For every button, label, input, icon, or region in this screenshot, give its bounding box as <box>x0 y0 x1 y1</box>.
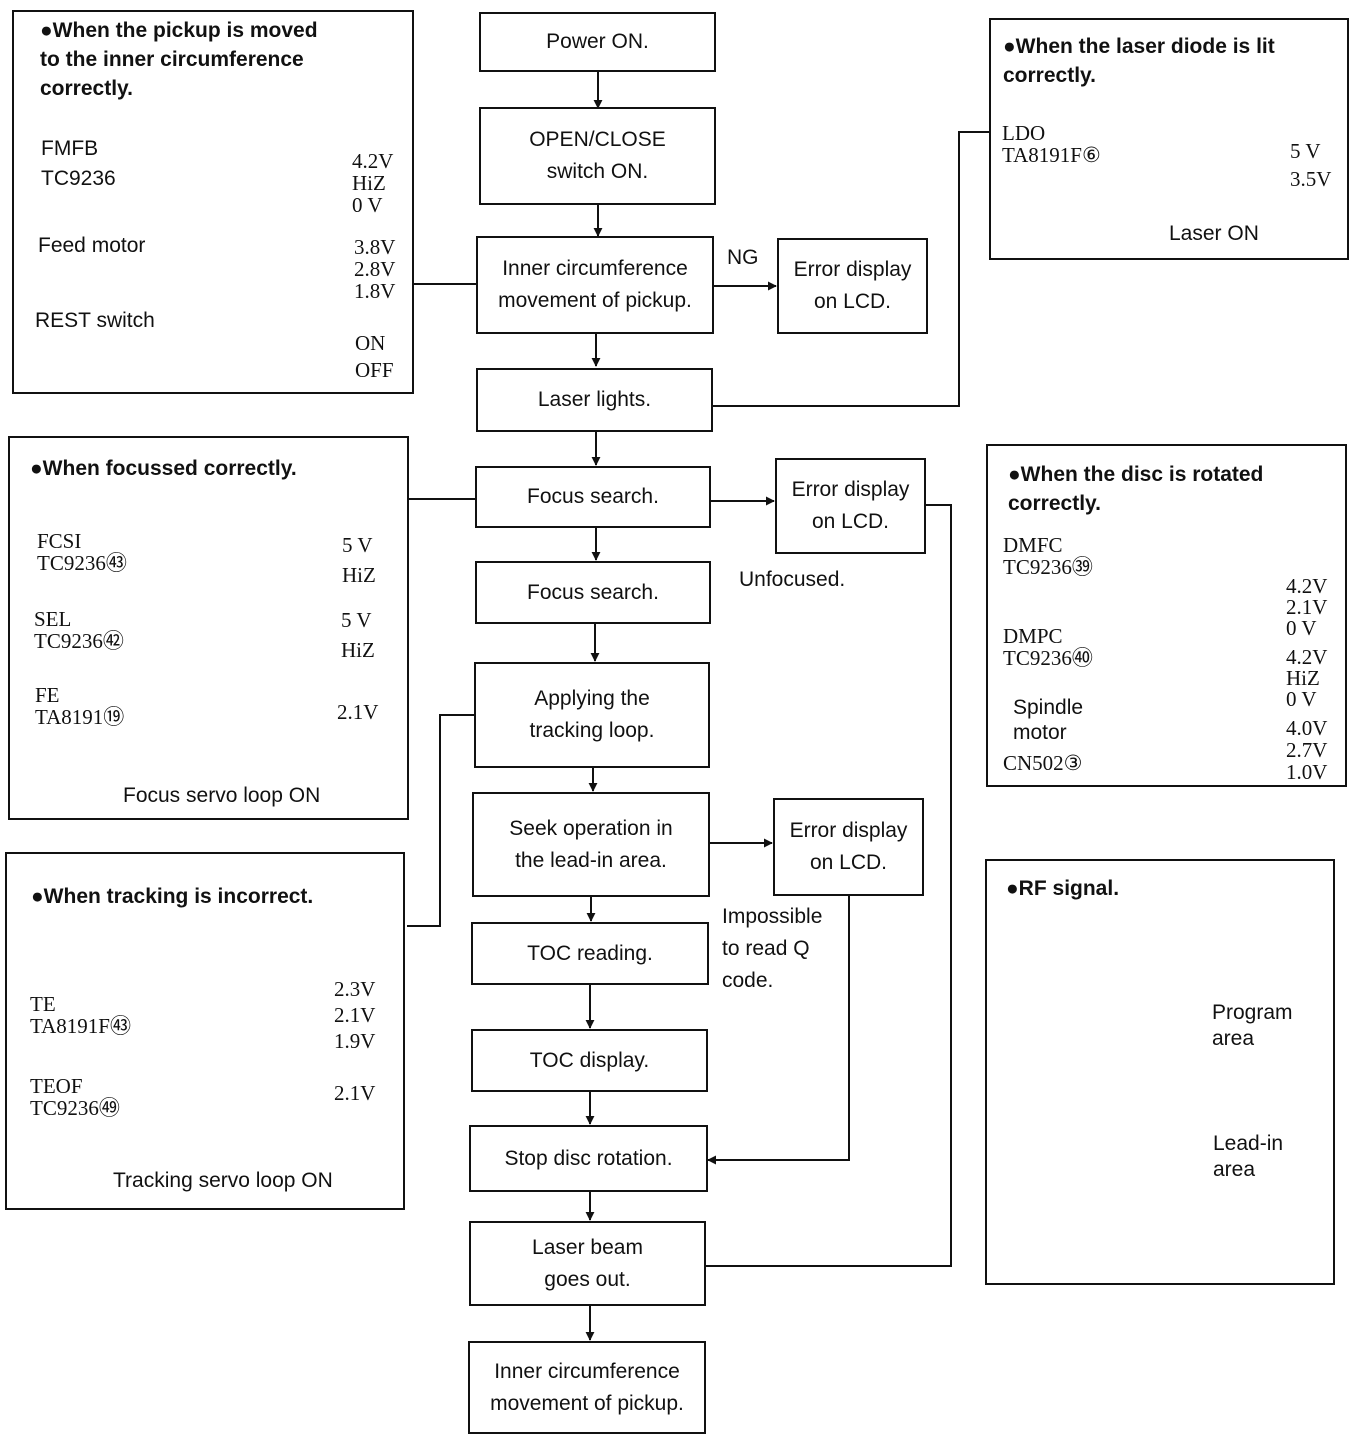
open-close-step: OPEN/CLOSE switch ON. <box>479 107 716 205</box>
tracking-panel-title: ●When tracking is incorrect. <box>31 885 314 908</box>
ldo-label: LDO TA8191F⑥ <box>1002 121 1101 167</box>
te-levels: 2.3V 2.1V 1.9V <box>334 977 376 1053</box>
te-label: TE TA8191F㊸ <box>30 992 131 1038</box>
pickup-panel-title: ●When the pickup is moved to the inner c… <box>40 19 318 100</box>
fcsi-levels: 5 V HiZ <box>342 533 376 587</box>
toc-display-step: TOC display. <box>471 1029 708 1092</box>
ldo-levels: 5 V 3.5V <box>1290 139 1332 191</box>
stop-disc-step: Stop disc rotation. <box>469 1125 708 1192</box>
dmpc-label: DMPC TC9236㊵ <box>1003 624 1093 670</box>
disc-panel <box>986 444 1347 787</box>
rf-panel-title: ●RF signal. <box>1006 877 1120 900</box>
fe-level: 2.1V <box>337 700 379 724</box>
fmfb-label: FMFB TC9236 <box>41 137 116 190</box>
focus-search-step-1: Focus search. <box>475 466 711 528</box>
laser-panel-title: ●When the laser diode is lit correctly. <box>1003 35 1275 87</box>
focus-search-step-2: Focus search. <box>475 561 711 624</box>
seek-leadin-step: Seek operation in the lead-in area. <box>472 792 710 897</box>
feed-motor-levels: 3.8V 2.8V 1.8V <box>354 235 396 303</box>
inner-move-step: Inner circumference movement of pickup. <box>476 236 714 334</box>
tracking-loop-step: Applying the tracking loop. <box>474 662 710 768</box>
focus-panel <box>8 436 409 820</box>
leadin-area-label: Lead-in area <box>1213 1132 1284 1181</box>
spindle-levels: 4.0V 2.7V 1.0V <box>1286 716 1328 784</box>
rest-switch-levels: ON OFF <box>355 331 394 382</box>
feed-motor-label: Feed motor <box>38 234 146 257</box>
error-display-1: Error display on LCD. <box>777 238 928 334</box>
dmfc-levels: 4.2V 2.1V 0 V <box>1286 574 1328 640</box>
cn502-label: CN502③ <box>1003 751 1083 775</box>
focus-servo-caption: Focus servo loop ON <box>123 784 321 807</box>
laser-panel <box>989 18 1349 260</box>
tracking-panel <box>5 852 405 1210</box>
spindle-motor-label: Spindle motor <box>1013 696 1084 744</box>
error-display-3: Error display on LCD. <box>773 798 924 896</box>
fmfb-levels: 4.2V HiZ 0 V <box>352 149 394 217</box>
sel-levels: 5 V HiZ <box>341 608 375 662</box>
rest-switch-label: REST switch <box>35 309 155 332</box>
inner-move-end-step: Inner circumference movement of pickup. <box>468 1341 706 1434</box>
fcsi-label: FCSI TC9236㊸ <box>37 529 127 575</box>
laser-out-step: Laser beam goes out. <box>469 1221 706 1306</box>
teof-label: TEOF TC9236㊾ <box>30 1074 120 1120</box>
dmpc-levels: 4.2V HiZ 0 V <box>1286 645 1328 711</box>
power-on-step: Power ON. <box>479 12 716 72</box>
dmfc-label: DMFC TC9236㊴ <box>1003 533 1093 579</box>
sel-label: SEL TC9236㊷ <box>34 607 124 653</box>
program-area-label: Program area <box>1212 1001 1293 1050</box>
rf-panel <box>985 859 1335 1285</box>
disc-panel-title: ●When the disc is rotated correctly. <box>1008 463 1264 515</box>
toc-reading-step: TOC reading. <box>471 922 709 985</box>
fe-label: FE TA8191⑲ <box>35 683 125 729</box>
pickup-panel <box>12 10 414 394</box>
laser-on-caption: Laser ON <box>1169 222 1259 245</box>
ng-label: NG <box>727 246 759 269</box>
impossible-label: Impossible to read Q code. <box>722 905 823 992</box>
tracking-servo-caption: Tracking servo loop ON <box>113 1169 333 1192</box>
error-display-2: Error display on LCD. <box>775 458 926 554</box>
laser-lights-step: Laser lights. <box>476 368 713 432</box>
teof-level: 2.1V <box>334 1081 376 1105</box>
unfocused-label: Unfocused. <box>739 568 846 591</box>
focus-panel-title: ●When focussed correctly. <box>30 457 297 480</box>
